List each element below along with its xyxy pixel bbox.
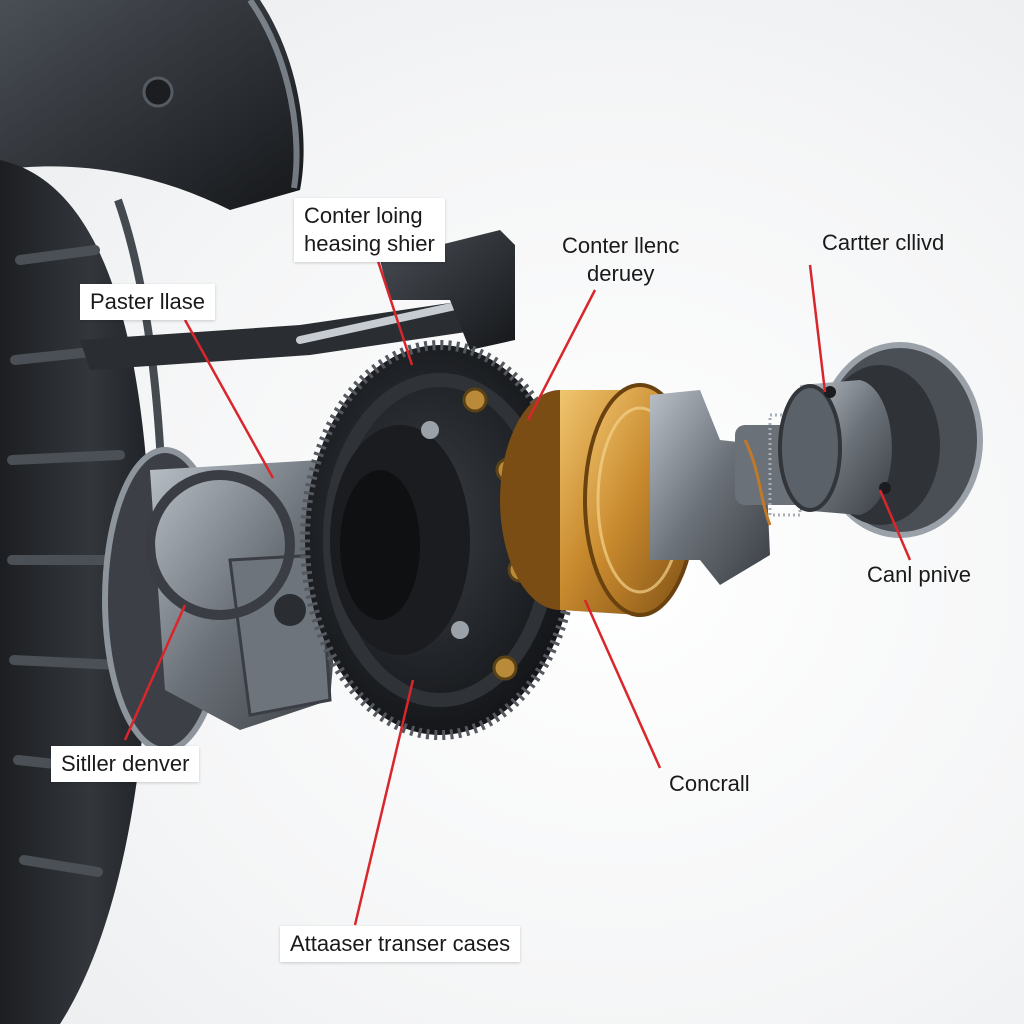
fender-bolt (142, 76, 174, 108)
callout-lower-left: Sitller denver (51, 746, 200, 782)
callout-top-center-line2: deruey (587, 261, 655, 286)
callout-lower-left-line1: Sitller denver (61, 751, 190, 776)
callout-lower-center-line1: Concrall (669, 771, 750, 796)
callout-top-center: Conter llenc deruey (562, 232, 679, 288)
drive-coupling (778, 342, 983, 538)
callout-right: Canl pnive (867, 561, 971, 589)
callout-bottom: Attaaser transer cases (280, 926, 521, 962)
callout-top-right: Cartter cllivd (822, 229, 944, 257)
fender-edge (247, 0, 300, 189)
suspension-arm (80, 300, 480, 370)
callout-left-line1: Paster llase (90, 289, 205, 314)
callout-left: Paster llase (80, 284, 215, 320)
callout-right-line1: Canl pnive (867, 562, 971, 587)
suspension-link (296, 301, 464, 344)
callout-top-center-line1: Conter llenc (562, 233, 680, 258)
callout-top-left-line1: Conter loing (304, 203, 423, 228)
transfer-bracket (650, 390, 770, 585)
callout-top-left: Conter loing heasing shier (294, 198, 445, 262)
callout-bottom-line1: Attaaser transer cases (290, 931, 511, 956)
callout-lower-center: Concrall (669, 770, 750, 798)
leader-lines (123, 257, 912, 926)
gear-ring (300, 340, 580, 740)
tire-shape (0, 160, 169, 1024)
callout-top-left-line2: heasing shier (304, 231, 435, 256)
callout-top-right-line1: Cartter cllivd (822, 230, 945, 255)
